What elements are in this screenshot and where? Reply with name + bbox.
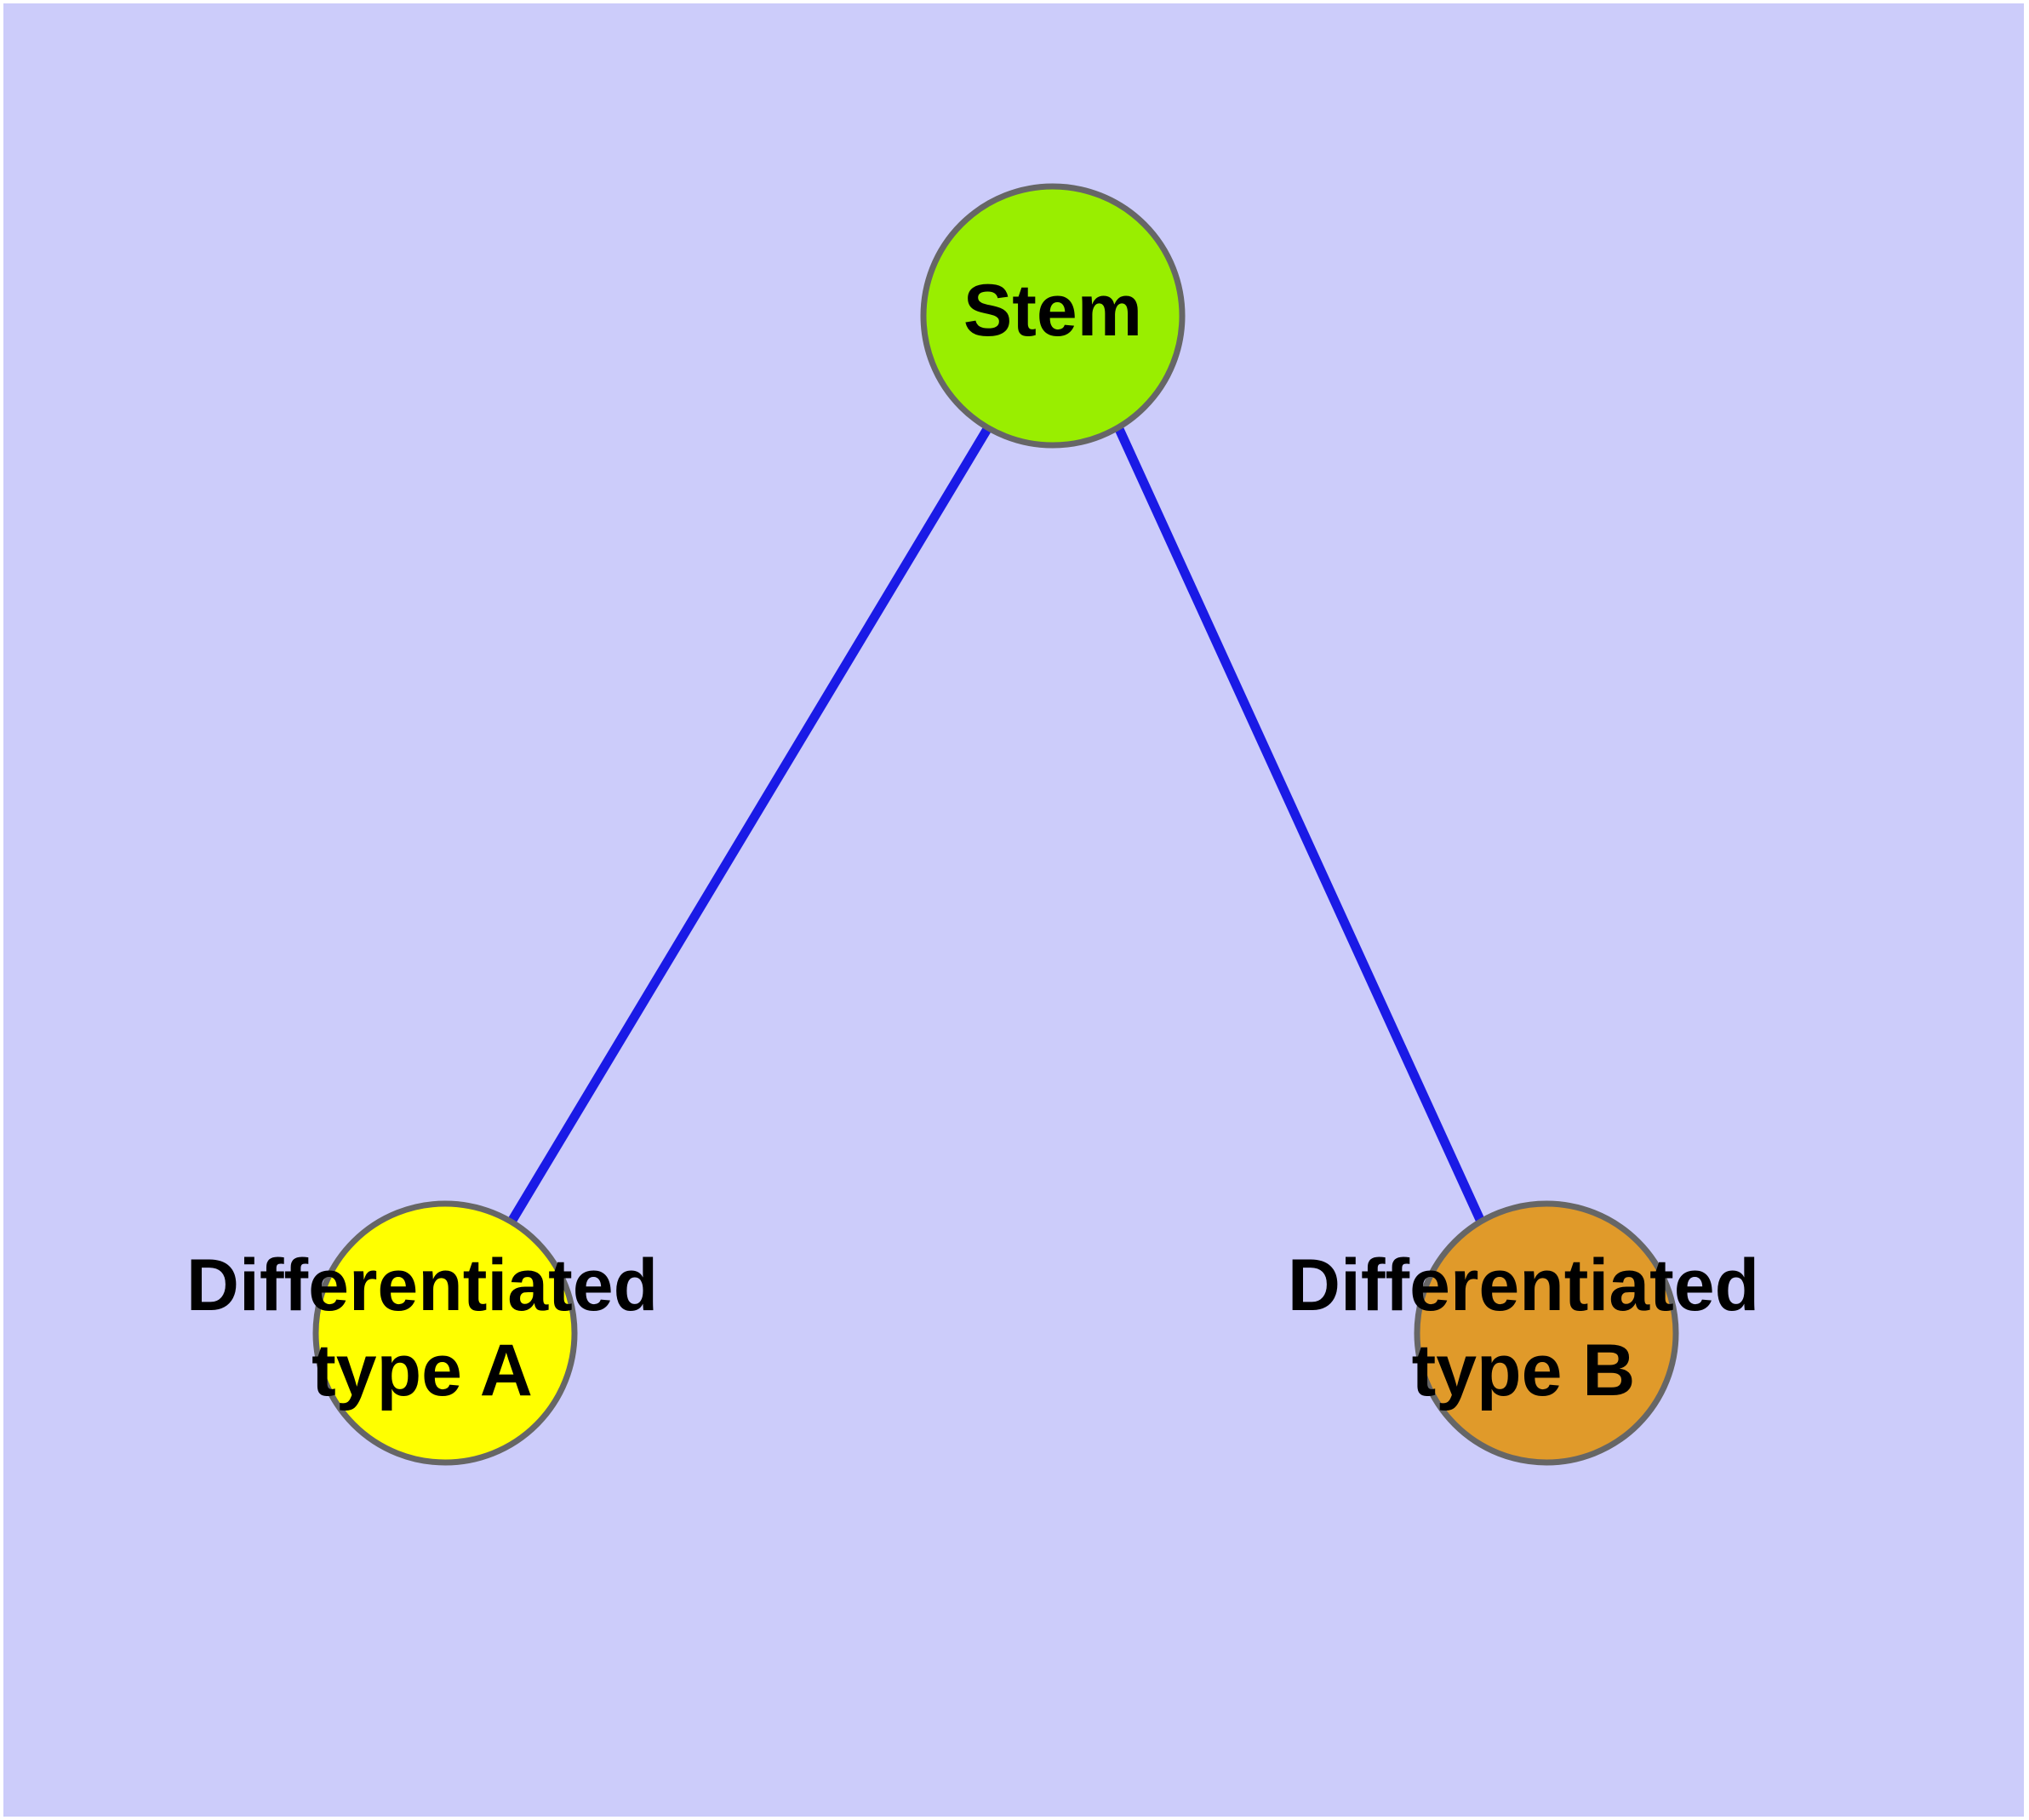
edges-layer (507, 426, 1486, 1224)
edge-stem-to-diff-a[interactable] (507, 426, 992, 1224)
node-label-line: Stem (963, 270, 1142, 352)
node-label-line: Differentiated (1288, 1245, 1759, 1326)
node-label-line: type B (1412, 1330, 1636, 1411)
node-diff-b[interactable] (1414, 1200, 1679, 1466)
node-label-line: Differentiated (186, 1245, 658, 1326)
edge-stem-to-diff-b[interactable] (1114, 426, 1486, 1224)
node-label-stem: Stem (963, 270, 1142, 352)
nodes-layer (312, 183, 1679, 1466)
node-diff-a[interactable] (312, 1200, 578, 1466)
node-stem[interactable] (920, 183, 1186, 449)
node-label-line: type A (311, 1330, 533, 1411)
